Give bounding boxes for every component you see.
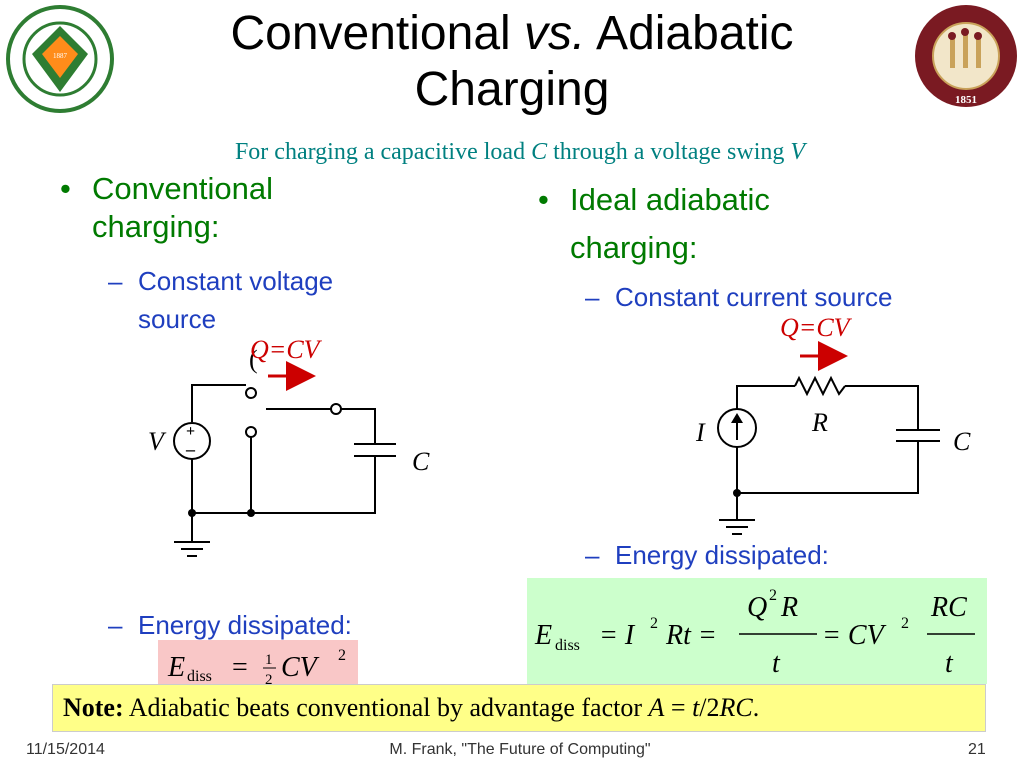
- formula-q: Q: [747, 592, 767, 623]
- right-sub2-text: Energy dissipated:: [615, 540, 829, 570]
- dash: –: [108, 266, 123, 296]
- junction-dot: [247, 509, 255, 517]
- formula-r: R: [780, 592, 798, 623]
- note-label: Note:: [63, 693, 124, 722]
- formula-rc: RC: [930, 592, 967, 623]
- left-bullet-text: Conventional charging:: [92, 171, 273, 244]
- title-vs: vs.: [524, 7, 586, 60]
- dash: –: [585, 282, 600, 312]
- formula-t1: t: [772, 648, 781, 679]
- formula-den: 2: [265, 672, 273, 686]
- left-formula: E diss = 1 2 CV 2: [158, 640, 358, 686]
- wire: [736, 385, 795, 409]
- footer-date: 11/15/2014: [26, 741, 105, 758]
- formula-sub: diss: [555, 637, 580, 654]
- left-bullet: • Conventional charging:: [60, 170, 372, 246]
- right-i-label: I: [695, 418, 706, 447]
- note-end: .: [752, 693, 760, 722]
- note-text: Adiabatic beats conventional by advantag…: [123, 693, 649, 722]
- note-a: A: [648, 693, 665, 722]
- subtitle-c: C: [531, 139, 548, 165]
- svg-text:1851: 1851: [955, 94, 977, 106]
- title-part1: Conventional: [230, 7, 525, 60]
- formula-sub: diss: [187, 668, 212, 685]
- left-circuit: ( Q=CV + – V C: [148, 335, 430, 557]
- right-r-label: R: [811, 408, 828, 437]
- formula-e: E: [534, 620, 552, 651]
- wire: [341, 408, 376, 444]
- switch-contact: [245, 387, 257, 399]
- left-q-label: Q=CV: [250, 335, 323, 364]
- note-slash: /2: [699, 693, 720, 722]
- left-sub1-text: Constant voltage source: [138, 266, 334, 334]
- formula-rt: Rt =: [665, 620, 717, 651]
- bullet-dot: •: [538, 182, 549, 217]
- formula-t2: t: [945, 648, 954, 679]
- right-circuit: Q=CV I R C: [695, 313, 971, 535]
- switch-contact: [330, 403, 342, 415]
- formula-e: E: [167, 652, 185, 683]
- right-sub1-text: Constant current source: [615, 282, 893, 312]
- wire: [191, 384, 246, 422]
- switch-contact: [245, 426, 257, 438]
- svg-text:1887: 1887: [53, 52, 68, 60]
- formula-eq2: = CV: [822, 620, 887, 651]
- left-c-label: C: [412, 447, 430, 476]
- subtitle-prefix: For charging a capacitive load: [234, 139, 532, 165]
- fsu-seal: 1851: [915, 5, 1017, 107]
- formula-cv: CV: [281, 652, 320, 683]
- plus-sign: +: [186, 423, 195, 440]
- footer-page-number: 21: [968, 741, 986, 758]
- famu-logo: 1887: [6, 5, 114, 113]
- right-q-label: Q=CV: [780, 313, 853, 342]
- note-t: t: [692, 693, 700, 722]
- wire: [845, 385, 919, 430]
- bullet-dot: •: [60, 171, 71, 206]
- junction-dot: [188, 509, 196, 517]
- footer-author: M. Frank, "The Future of Computing": [389, 741, 651, 758]
- wire: [737, 441, 919, 494]
- dash: –: [585, 540, 600, 570]
- left-formula-bg: [158, 640, 358, 686]
- subtitle-middle: through a voltage swing: [547, 139, 791, 165]
- right-formula: E diss = I 2 Rt = Q 2 R t = CV 2 RC t: [527, 578, 987, 684]
- note-rc: RC: [719, 693, 753, 722]
- dash: –: [108, 610, 123, 640]
- minus-sign: –: [185, 439, 196, 459]
- formula-eq1: = I: [599, 620, 636, 651]
- right-sub2: – Energy dissipated:: [585, 536, 915, 574]
- slide-subtitle: For charging a capacitive load C through…: [0, 139, 1024, 166]
- right-bullet: • Ideal adiabatic charging:: [538, 176, 860, 272]
- formula-exp-a: 2: [650, 615, 658, 632]
- left-paren: (: [249, 345, 258, 374]
- left-v-label: V: [148, 427, 167, 456]
- right-bullet-text: Ideal adiabatic charging:: [570, 182, 770, 265]
- formula-eq: =: [232, 652, 248, 683]
- note-box: Note: Adiabatic beats conventional by ad…: [52, 684, 986, 732]
- right-sub1: – Constant current source: [585, 278, 895, 316]
- right-c-label: C: [953, 427, 971, 456]
- formula-num: 1: [265, 652, 273, 668]
- left-sub2-text: Energy dissipated:: [138, 610, 352, 640]
- formula-exp-c: 2: [901, 615, 909, 632]
- wire: [192, 456, 376, 514]
- title-line2: Charging: [414, 63, 610, 116]
- formula-exp: 2: [338, 647, 346, 664]
- slide-title: Conventional vs. Adiabatic Charging: [0, 6, 1024, 118]
- junction-dot: [733, 489, 741, 497]
- resistor: [794, 375, 846, 397]
- subtitle-v: V: [790, 139, 806, 165]
- title-part2: Adiabatic: [585, 7, 794, 60]
- right-formula-bg: [527, 578, 987, 684]
- formula-exp-b: 2: [769, 587, 777, 604]
- note-eq: =: [664, 693, 693, 722]
- left-sub2: – Energy dissipated:: [108, 606, 438, 644]
- left-sub1: – Constant voltage source: [108, 262, 418, 338]
- current-arrow-head: [731, 413, 743, 423]
